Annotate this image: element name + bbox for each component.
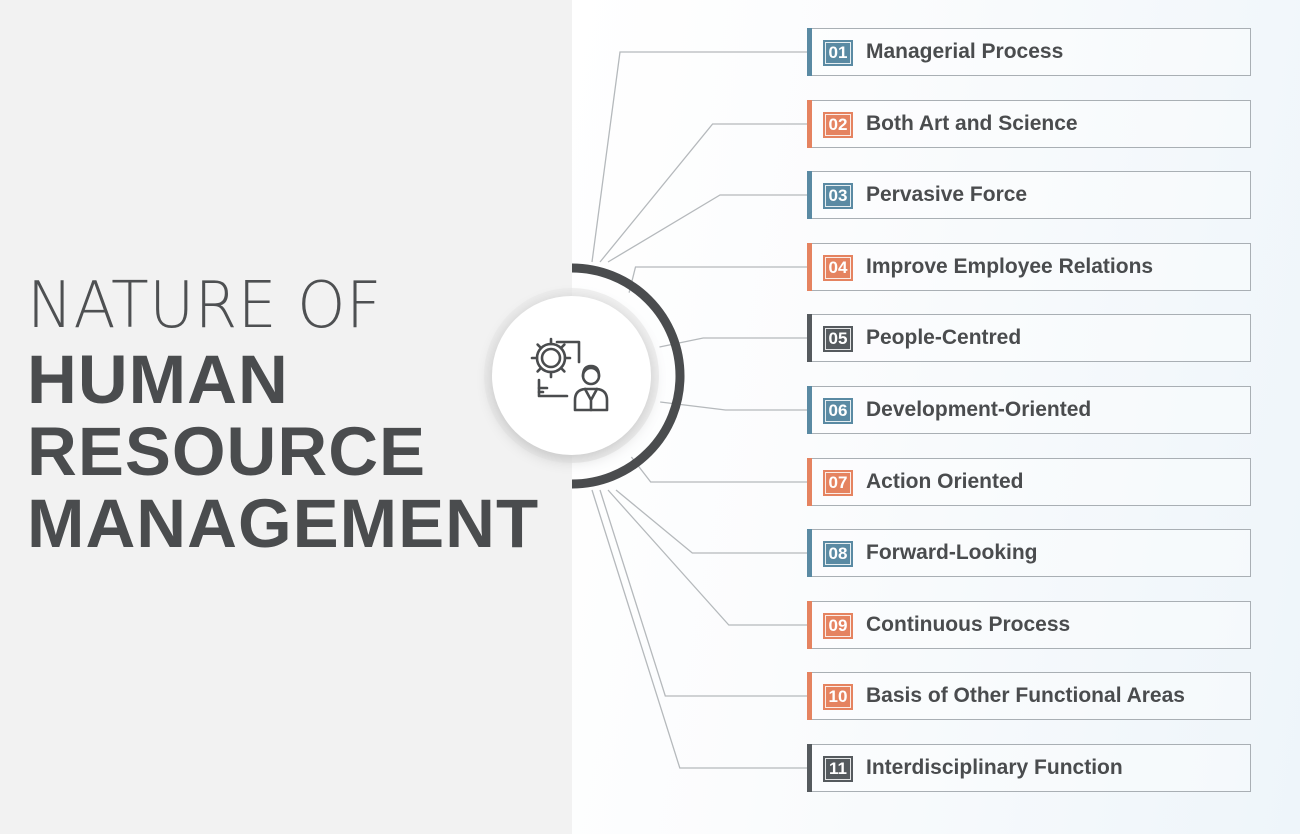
hr-management-gear-person-icon bbox=[530, 337, 609, 412]
item-number-badge: 02 bbox=[823, 112, 853, 138]
list-item: 03 Pervasive Force bbox=[807, 171, 1251, 219]
list-item: 08 Forward-Looking bbox=[807, 529, 1251, 577]
item-number-badge: 07 bbox=[823, 470, 853, 496]
item-label: Managerial Process bbox=[866, 40, 1064, 63]
item-accent-tab bbox=[807, 28, 812, 76]
item-label: Forward-Looking bbox=[866, 541, 1038, 564]
item-number-badge: 11 bbox=[823, 756, 853, 782]
title-line-human: HUMAN bbox=[27, 341, 289, 418]
item-accent-tab bbox=[807, 601, 812, 649]
item-label: Continuous Process bbox=[866, 613, 1071, 636]
connector-line bbox=[599, 123, 807, 263]
item-accent-tab bbox=[807, 386, 812, 434]
list-item: 02 Both Art and Science bbox=[807, 100, 1251, 148]
list-item: 07 Action Oriented bbox=[807, 458, 1251, 506]
connector-line bbox=[607, 194, 807, 263]
item-label: Development-Oriented bbox=[866, 398, 1092, 421]
connector-line bbox=[591, 489, 807, 769]
item-number-badge: 08 bbox=[823, 541, 853, 567]
connector-line bbox=[659, 337, 807, 348]
item-label: Interdisciplinary Function bbox=[866, 756, 1123, 779]
title-line-management: MANAGEMENT bbox=[27, 485, 540, 562]
item-number-badge: 09 bbox=[823, 613, 853, 639]
item-accent-tab bbox=[807, 100, 812, 148]
item-number-badge: 03 bbox=[823, 183, 853, 209]
item-label: Action Oriented bbox=[866, 470, 1024, 493]
item-label: Improve Employee Relations bbox=[866, 255, 1154, 278]
list-item: 01 Managerial Process bbox=[807, 28, 1251, 76]
item-label: Both Art and Science bbox=[866, 112, 1078, 135]
connector-line bbox=[660, 401, 807, 411]
connector-line bbox=[607, 489, 807, 626]
connector-line bbox=[599, 489, 807, 697]
item-accent-tab bbox=[807, 744, 812, 792]
list-item: 11 Interdisciplinary Function bbox=[807, 744, 1251, 792]
right-panel bbox=[572, 0, 1300, 834]
item-number-badge: 10 bbox=[823, 684, 853, 710]
item-accent-tab bbox=[807, 672, 812, 720]
connector-line bbox=[630, 456, 807, 483]
list-item: 09 Continuous Process bbox=[807, 601, 1251, 649]
hub-ring-arc bbox=[571, 263, 685, 489]
list-item: 04 Improve Employee Relations bbox=[807, 243, 1251, 291]
list-item: 06 Development-Oriented bbox=[807, 386, 1251, 434]
item-number-badge: 05 bbox=[823, 326, 853, 352]
item-accent-tab bbox=[807, 171, 812, 219]
title-line-nature-of: NATURE OF bbox=[27, 269, 382, 343]
item-accent-tab bbox=[807, 529, 812, 577]
item-number-badge: 04 bbox=[823, 255, 853, 281]
title-line-resource: RESOURCE bbox=[27, 413, 427, 490]
connector-line bbox=[628, 266, 807, 293]
item-label: Pervasive Force bbox=[866, 183, 1028, 206]
list-item: 10 Basis of Other Functional Areas bbox=[807, 672, 1251, 720]
item-number-badge: 06 bbox=[823, 398, 853, 424]
left-panel bbox=[0, 0, 572, 834]
item-label: Basis of Other Functional Areas bbox=[866, 684, 1185, 707]
connector-line bbox=[615, 489, 807, 554]
item-accent-tab bbox=[807, 314, 812, 362]
hub-circle bbox=[492, 296, 651, 455]
item-accent-tab bbox=[807, 243, 812, 291]
item-label: People-Centred bbox=[866, 326, 1022, 349]
page-title: NATURE OF HUMAN RESOURCE MANAGEMENT bbox=[27, 268, 539, 560]
item-accent-tab bbox=[807, 458, 812, 506]
connector-line bbox=[591, 51, 807, 263]
item-number-badge: 01 bbox=[823, 40, 853, 66]
list-item: 05 People-Centred bbox=[807, 314, 1251, 362]
